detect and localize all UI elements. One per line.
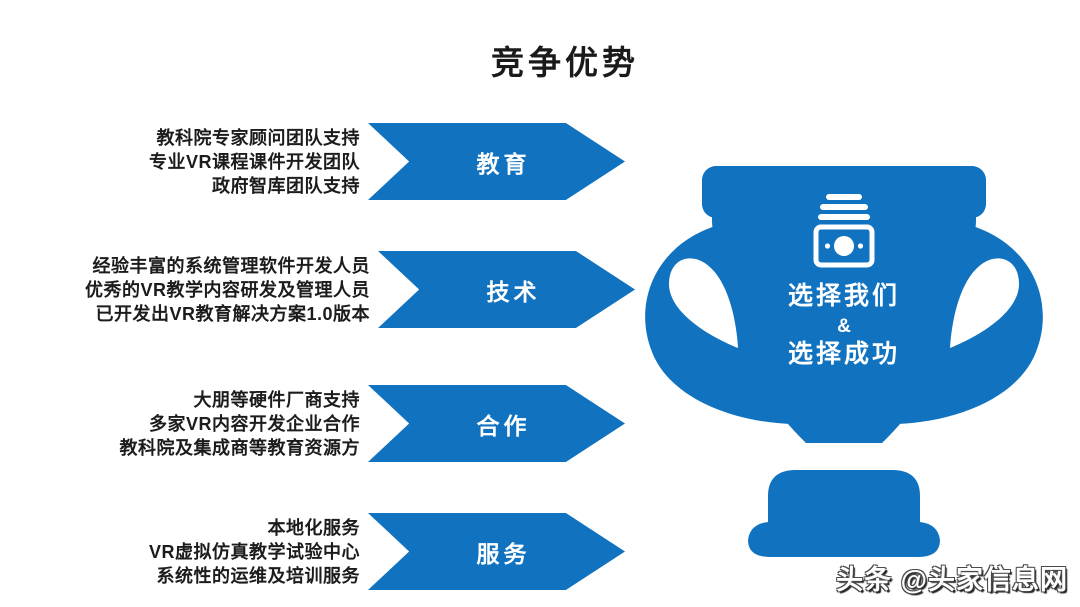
- arrow-label-education: 教育: [476, 150, 531, 177]
- detail-line: 多家VR内容开发企业合作: [148, 413, 360, 434]
- detail-line: 已开发出VR教育解决方案1.0版本: [95, 303, 371, 324]
- advantage-row-cooperation: 大朋等硬件厂商支持 多家VR内容开发企业合作 教科院及集成商等教育资源方 合作: [85, 385, 625, 462]
- detail-line: 本地化服务: [267, 517, 360, 538]
- cooperation-details: 大朋等硬件厂商支持 多家VR内容开发企业合作 教科院及集成商等教育资源方: [85, 388, 368, 460]
- arrow-label-service: 服务: [476, 540, 531, 567]
- trophy-slogan-line1: 选择我们: [788, 281, 900, 310]
- advantage-row-service: 本地化服务 VR虚拟仿真教学试验中心 系统性的运维及培训服务 服务: [85, 513, 625, 590]
- money-banknote-icon: [813, 194, 875, 268]
- education-arrow: 教育: [368, 123, 625, 200]
- arrow-label-technology: 技术: [486, 278, 541, 305]
- education-details: 教科院专家顾问团队支持 专业VR课程课件开发团队 政府智库团队支持: [85, 126, 368, 198]
- detail-line: 优秀的VR教学内容研发及管理人员: [85, 279, 371, 300]
- trophy-slogan-amp: &: [837, 316, 851, 337]
- detail-line: 政府智库团队支持: [212, 175, 360, 196]
- service-details: 本地化服务 VR虚拟仿真教学试验中心 系统性的运维及培训服务: [85, 516, 368, 588]
- detail-line: 大朋等硬件厂商支持: [193, 389, 360, 410]
- detail-line: VR虚拟仿真教学试验中心: [148, 541, 360, 562]
- cooperation-arrow: 合作: [368, 385, 625, 462]
- advantage-row-education: 教科院专家顾问团队支持 专业VR课程课件开发团队 政府智库团队支持 教育: [85, 123, 625, 200]
- arrow-label-cooperation: 合作: [476, 412, 531, 439]
- detail-line: 教科院及集成商等教育资源方: [119, 437, 360, 458]
- technology-details: 经验丰富的系统管理软件开发人员 优秀的VR教学内容研发及管理人员 已开发出VR教…: [85, 254, 378, 326]
- detail-line: 经验丰富的系统管理软件开发人员: [92, 255, 371, 276]
- trophy-slogan-line2: 选择成功: [788, 340, 900, 368]
- detail-line: 教科院专家顾问团队支持: [156, 127, 360, 148]
- service-arrow: 服务: [368, 513, 625, 590]
- page-title: 竞争优势: [491, 44, 639, 81]
- technology-arrow: 技术: [378, 251, 636, 328]
- advantage-row-technology: 经验丰富的系统管理软件开发人员 优秀的VR教学内容研发及管理人员 已开发出VR教…: [85, 251, 636, 328]
- detail-line: 系统性的运维及培训服务: [156, 565, 360, 586]
- watermark: 头条 @头家信息网: [836, 565, 1068, 595]
- trophy-icon: 选择我们 & 选择成功: [645, 166, 1043, 557]
- detail-line: 专业VR课程课件开发团队: [148, 151, 360, 172]
